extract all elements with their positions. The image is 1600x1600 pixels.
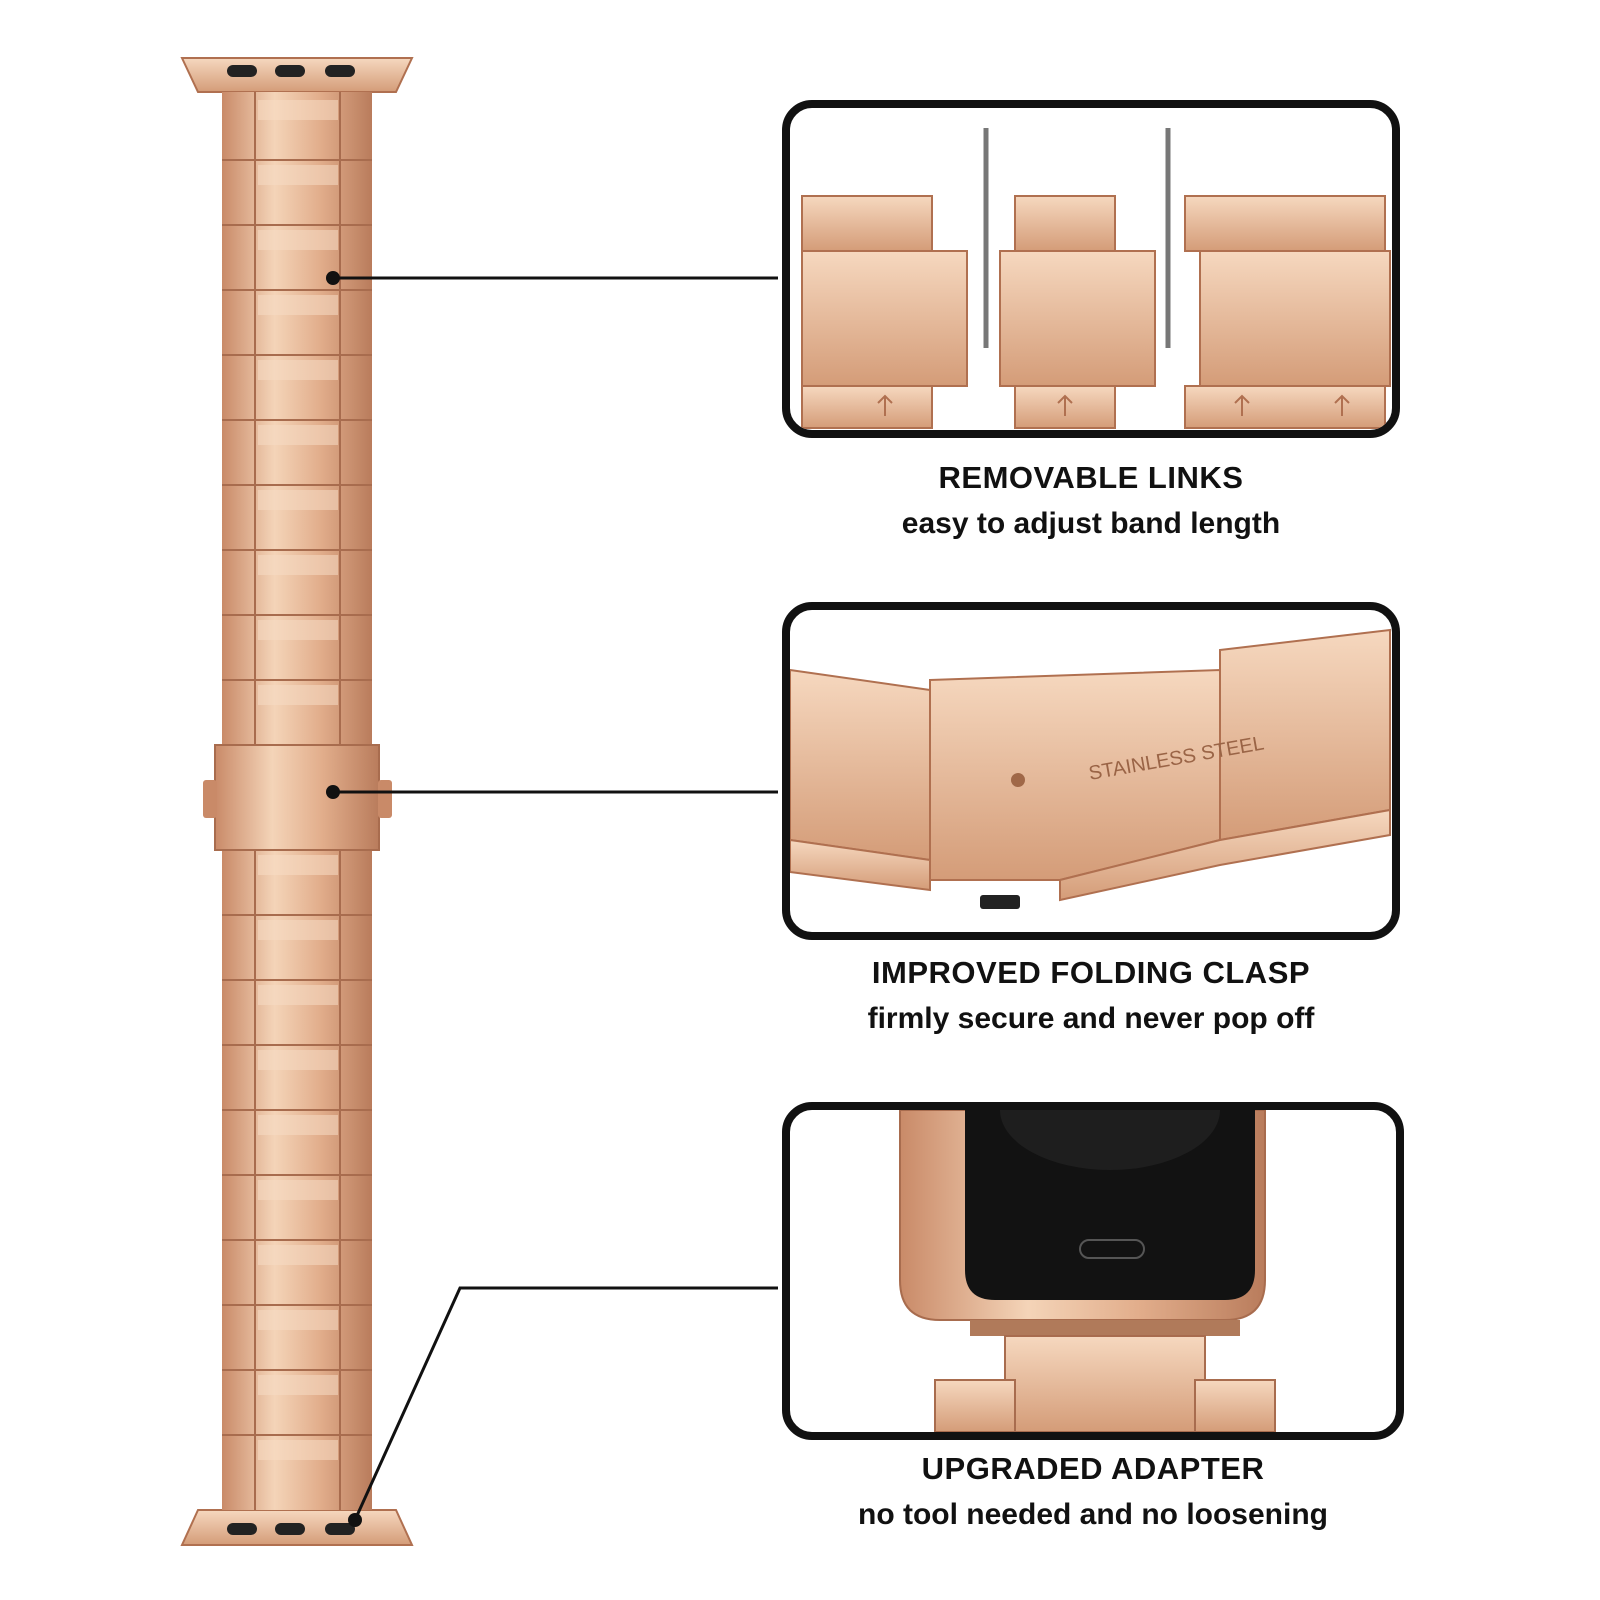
- feature-subtitle: no tool needed and no loosening: [858, 1498, 1328, 1531]
- link-pin-image: [801, 128, 1391, 429]
- feature-title: UPGRADED ADAPTER: [921, 1451, 1265, 1486]
- feature-title: IMPROVED FOLDING CLASP: [871, 955, 1311, 990]
- watch-band-image: [180, 57, 414, 1546]
- feature-subtitle: firmly secure and never pop off: [867, 1002, 1315, 1035]
- folding-clasp-panel: STAINLESS STEEL: [782, 602, 1400, 940]
- feature-caption-2: IMPROVED FOLDING CLASP firmly secure and…: [781, 950, 1401, 1042]
- feature-title: REMOVABLE LINKS: [938, 460, 1244, 495]
- upgraded-adapter-panel: [782, 1102, 1404, 1440]
- feature-caption-1: REMOVABLE LINKS easy to adjust band leng…: [781, 455, 1401, 547]
- feature-caption-3: UPGRADED ADAPTER no tool needed and no l…: [783, 1446, 1403, 1538]
- removable-links-panel: [782, 100, 1400, 438]
- watch-case-image: [899, 1110, 1276, 1432]
- arrow-up-icon: [877, 394, 1350, 416]
- clasp-image: STAINLESS STEEL: [790, 628, 1391, 909]
- callout-line: [333, 276, 778, 1521]
- feature-subtitle: easy to adjust band length: [901, 507, 1281, 540]
